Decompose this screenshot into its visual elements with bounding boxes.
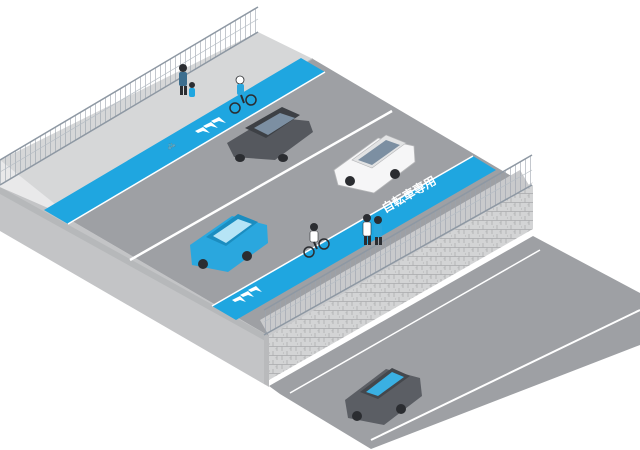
cyclist-top <box>229 75 257 114</box>
pedestrian-parent-child <box>179 64 195 97</box>
cyclist-middle <box>303 223 330 258</box>
stone-retaining-wall <box>264 185 533 386</box>
car-blue-main <box>190 214 268 272</box>
right-fence <box>263 154 533 336</box>
pedestrian-group-right <box>362 214 382 245</box>
chevron-arrows-left <box>195 117 226 133</box>
left-bike-lane <box>44 58 325 224</box>
left-block-walls <box>0 187 269 387</box>
left-fence <box>0 6 259 186</box>
car-blue-lower <box>345 368 422 425</box>
svg-text:🚲: 🚲 <box>165 139 177 150</box>
chevron-arrows-right <box>232 286 262 302</box>
car-white <box>333 134 416 194</box>
bicycle-icon: 🚲 <box>165 139 177 150</box>
car-dark-gray <box>227 107 313 162</box>
right-bike-lane <box>212 156 496 320</box>
main-road <box>44 58 530 336</box>
